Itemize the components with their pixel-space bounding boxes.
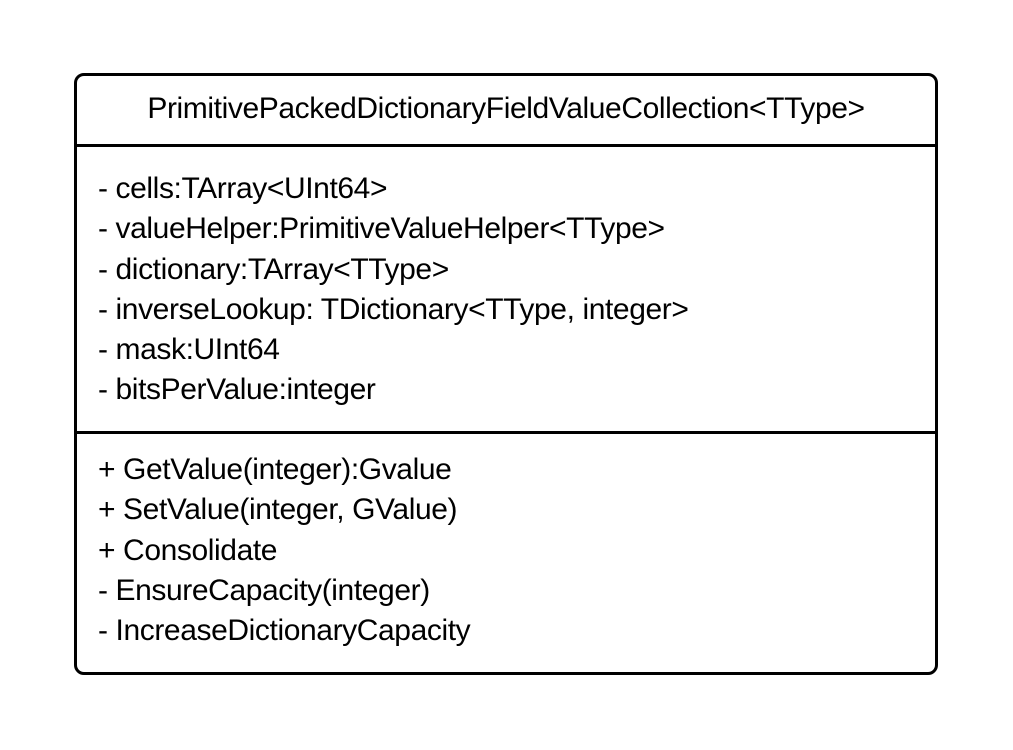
operations-compartment: + GetValue(integer):Gvalue + SetValue(in… [77,434,935,672]
attribute-list: - cells:TArray<UInt64> - valueHelper:Pri… [98,169,689,411]
attribute-bits-per-value: - bitsPerValue:integer [98,373,376,407]
operation-get-value: + GetValue(integer):Gvalue [98,453,452,486]
operation-set-value: + SetValue(integer, GValue) [98,493,458,527]
attribute-cells: - cells:TArray<UInt64> [98,172,388,205]
class-name: PrimitivePackedDictionaryFieldValueColle… [147,92,865,125]
uml-class-box: PrimitivePackedDictionaryFieldValueColle… [74,73,938,675]
operation-list: + GetValue(integer):Gvalue + SetValue(in… [98,450,471,651]
attribute-mask: - mask:UInt64 [98,333,280,367]
class-name-compartment: PrimitivePackedDictionaryFieldValueColle… [77,76,935,147]
attributes-compartment: - cells:TArray<UInt64> - valueHelper:Pri… [77,147,935,434]
attribute-dictionary: - dictionary:TArray<TType> [98,252,449,286]
operation-consolidate: + Consolidate [98,533,278,567]
operation-ensure-capacity: - EnsureCapacity(integer) [98,573,430,607]
operation-increase-dictionary-capacity: - IncreaseDictionaryCapacity [98,614,471,648]
attribute-value-helper: - valueHelper:PrimitiveValueHelper<TType… [98,212,665,246]
attribute-inverse-lookup: - inverseLookup: TDictionary<TType, inte… [98,292,689,326]
